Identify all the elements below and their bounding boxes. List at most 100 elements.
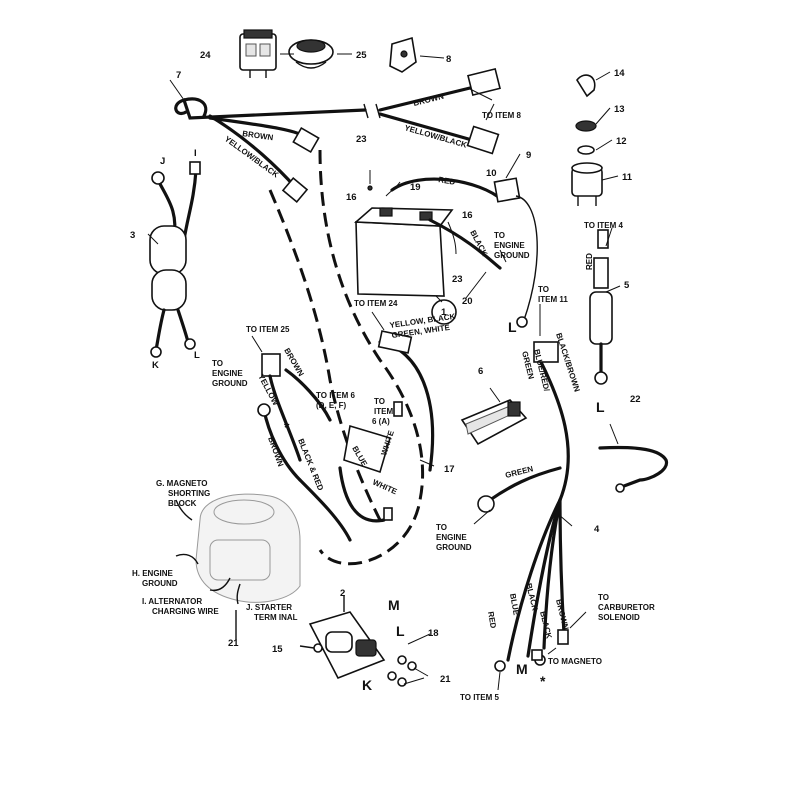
label-to-eg3-b: ENGINE [436, 533, 467, 542]
label-red-top: RED [438, 175, 456, 187]
label-brown-lower: BROWN [266, 436, 285, 469]
callout-21b: 21 [440, 674, 451, 685]
callout-4: 4 [594, 524, 600, 535]
letter-l-bracket: L [396, 623, 405, 639]
wire-22 [598, 445, 669, 488]
part-25-grommet [288, 39, 334, 69]
connector-6 [460, 399, 528, 446]
callout-16b: 16 [462, 210, 473, 221]
callout-19: 19 [410, 182, 421, 193]
label-g-magneto-b: SHORTING [168, 489, 210, 498]
label-to-eg3-c: GROUND [436, 543, 472, 552]
label-to-item-25: TO ITEM 25 [246, 325, 290, 334]
label-to-item-6-def-b: (D, E, F) [316, 401, 347, 410]
label-to-engine-ground-1b: ENGINE [494, 241, 525, 250]
callout-3: 3 [130, 230, 135, 241]
callout-5: 5 [624, 280, 630, 291]
callout-1: 1 [441, 307, 447, 318]
label-to-item-6a-c: 6 (A) [372, 417, 390, 426]
callout-10: 10 [486, 168, 497, 179]
harness-7 [174, 67, 501, 204]
label-to-item-6-def-a: TO ITEM 6 [316, 391, 356, 400]
label-to-item-11a: TO [538, 285, 549, 294]
label-to-engine-ground-1c: GROUND [494, 251, 530, 260]
callout-8: 8 [446, 54, 451, 65]
callout-25: 25 [356, 50, 367, 61]
callout-9: 9 [526, 150, 531, 161]
label-brown-bottom: BROWN [554, 598, 570, 631]
ignition-switch-11 [571, 74, 603, 206]
label-to-item-8: TO ITEM 8 [482, 111, 522, 120]
label-brown-top: BROWN [412, 92, 445, 108]
connector-9 [493, 177, 521, 203]
part-8-bracket [389, 36, 417, 73]
harness-3 [149, 161, 201, 358]
callout-17: 17 [444, 464, 455, 475]
label-black-red: BLACK & RED [296, 437, 325, 492]
label-black-bottom-2: BLACK [538, 610, 554, 640]
letter-m-bottom: M [516, 661, 528, 677]
callout-22: 22 [630, 394, 641, 405]
label-to-item-5: TO ITEM 5 [460, 693, 500, 702]
label-to-eg2-b: ENGINE [212, 369, 243, 378]
label-to-item-6a-b: ITEM [374, 407, 393, 416]
label-to-eg3-a: TO [436, 523, 447, 532]
callout-15: 15 [272, 644, 283, 655]
bracket-2 [299, 596, 386, 680]
letter-i: I [194, 148, 197, 159]
label-yellow-plug: YELLOW [256, 373, 280, 408]
label-i-alt-a: I. ALTERNATOR [142, 597, 202, 606]
star-bottom: * [540, 673, 546, 689]
callout-6: 6 [478, 366, 483, 377]
label-h-engine-b: GROUND [142, 579, 178, 588]
label-to-item-24: TO ITEM 24 [354, 299, 398, 308]
label-to-item-11b: ITEM 11 [538, 295, 568, 304]
label-black-bottom: BLACK [524, 582, 540, 612]
label-to-eg2-a: TO [212, 359, 223, 368]
callout-7: 7 [176, 70, 181, 81]
label-to-magneto: TO MAGNETO [548, 657, 602, 666]
callout-16a: 16 [346, 192, 357, 203]
harness-4 [477, 341, 570, 672]
engine-sketch [175, 493, 301, 640]
hardware-18-21 [387, 633, 431, 687]
harness-17 [268, 149, 435, 566]
letter-l-fuse: L [596, 399, 605, 415]
fuse-holder-5 [589, 229, 613, 385]
battery-1 [353, 207, 457, 325]
label-to-item-4: TO ITEM 4 [584, 221, 624, 230]
label-g-magneto-a: G. MAGNETO [156, 479, 207, 488]
letter-l: L [194, 350, 200, 361]
letter-k-bracket: K [362, 677, 372, 693]
label-to-eg2-c: GROUND [212, 379, 248, 388]
label-j-starter-b: TERM INAL [254, 613, 298, 622]
plug-assembly [257, 353, 403, 542]
label-to-item-6a-a: TO [374, 397, 385, 406]
callout-21a: 21 [228, 638, 239, 649]
label-h-engine-a: H. ENGINE [132, 569, 174, 578]
callout-24: 24 [200, 50, 211, 61]
letter-l-mid: L [508, 319, 517, 335]
letter-j: J [160, 156, 165, 167]
callout-23a: 23 [356, 134, 367, 145]
label-g-magneto-c: BLOCK [168, 499, 197, 508]
label-white-2: WHITE [371, 478, 399, 497]
callout-11: 11 [622, 172, 633, 183]
label-brown-plug: BROWN [282, 347, 305, 379]
label-to-carb-a: TO [598, 593, 609, 602]
label-red-fuse: RED [585, 253, 594, 270]
callout-23b: 23 [452, 274, 463, 285]
label-to-carb-c: SOLENOID [598, 613, 640, 622]
callout-12: 12 [616, 136, 627, 147]
label-brown-left: BROWN [242, 129, 274, 142]
callout-2: 2 [340, 588, 345, 599]
label-to-carb-b: CARBURETOR [598, 603, 655, 612]
label-blue-bottom: BLUE [508, 593, 521, 617]
label-red-bottom: RED [486, 611, 498, 629]
part-24-relay [239, 29, 277, 78]
letter-m: M [388, 597, 400, 613]
callout-13: 13 [614, 104, 625, 115]
star-plug: * [284, 419, 290, 435]
